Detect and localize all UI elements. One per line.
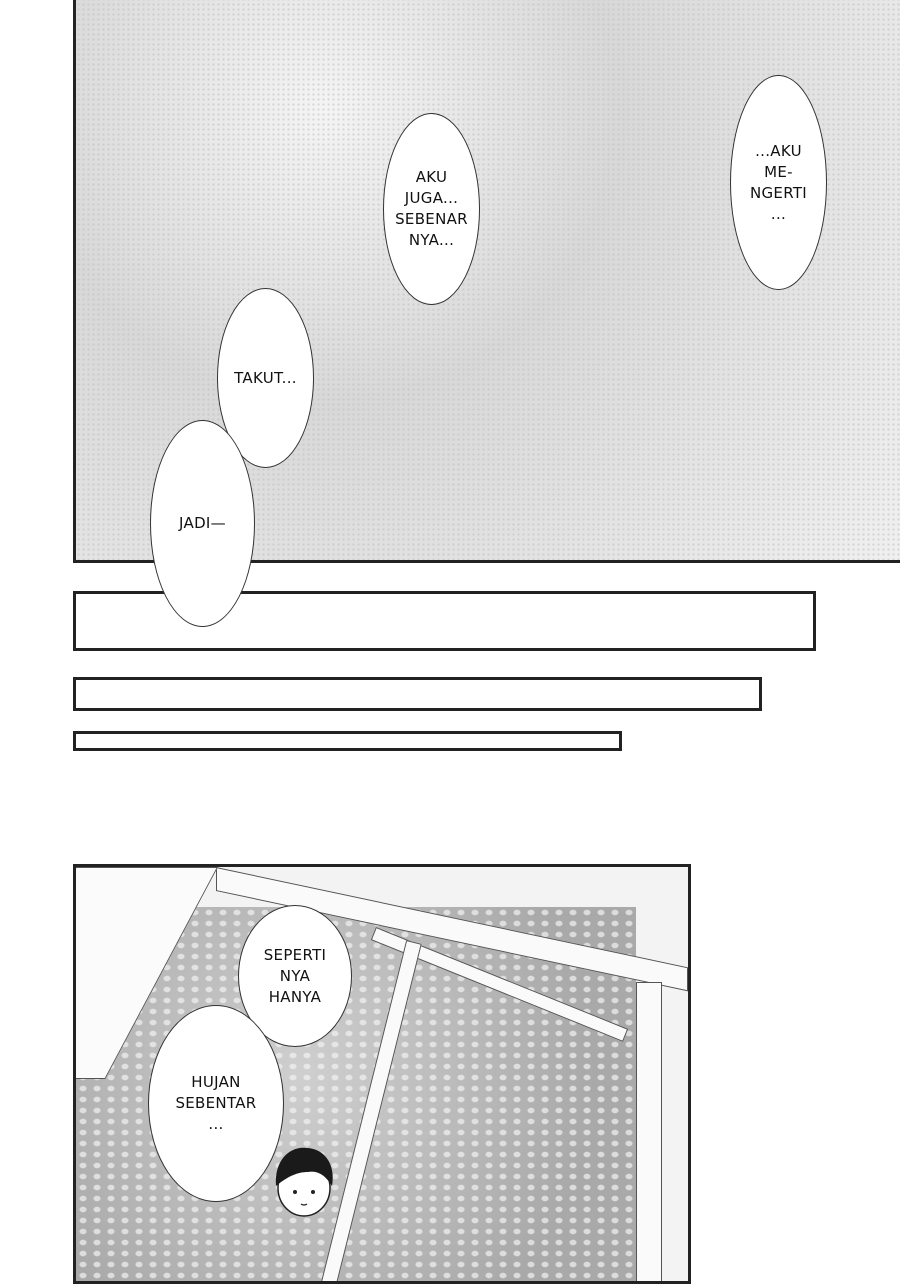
speech-bubble: TAKUT... (217, 288, 314, 468)
speech-bubble: AKU JUGA... SEBENAR NYA... (383, 113, 480, 305)
speech-bubble: JADI— (150, 420, 255, 627)
bubble-text: ...AKU ME- NGERTI ... (749, 141, 808, 223)
speech-bubble: ...AKU ME- NGERTI ... (730, 75, 827, 290)
bubble-text: AKU JUGA... SEBENAR NYA... (395, 168, 468, 249)
bubble-text: TAKUT... (234, 368, 297, 387)
speech-bubble: SEPERTI NYA HANYA (238, 905, 352, 1047)
window-frame (636, 982, 662, 1281)
character-head (275, 1147, 333, 1217)
panel-strip (73, 677, 762, 711)
bubble-text: HUJAN SEBENTAR ... (175, 1073, 257, 1133)
bubble-text: SEPERTI NYA HANYA (263, 945, 327, 1006)
bubble-text: JADI— (179, 514, 226, 532)
speech-bubble: HUJAN SEBENTAR ... (148, 1005, 284, 1202)
panel-strip (73, 731, 622, 751)
